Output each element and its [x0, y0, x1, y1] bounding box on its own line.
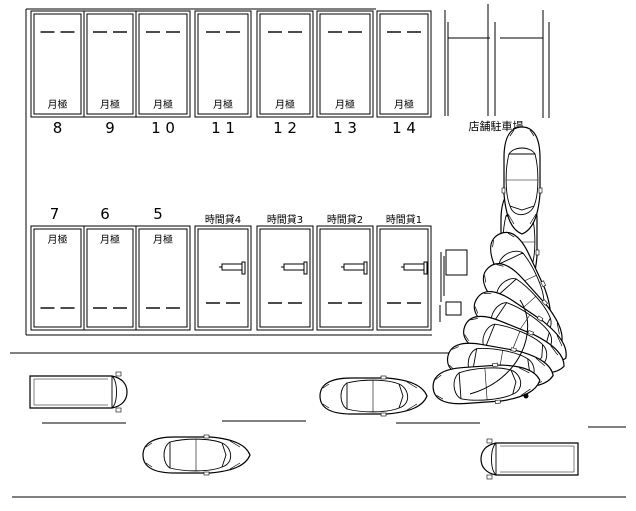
- stall-label: 月極: [100, 233, 120, 246]
- stall-8: 月極 8: [30, 10, 85, 137]
- stall-5: 5 月極: [135, 205, 191, 331]
- stall-number: 1 2: [273, 119, 297, 137]
- road-van-right: [480, 438, 579, 480]
- stall-6: 6 月極: [83, 205, 137, 331]
- stall-label: 月極: [153, 98, 173, 111]
- road-car-lower: [142, 434, 251, 476]
- turning-path: [431, 188, 578, 409]
- hourly-label: 時間貸3: [267, 213, 303, 226]
- road-van-left: [29, 371, 128, 413]
- hourly-stall-1: 時間貸1: [376, 213, 432, 331]
- stall-number: 9: [105, 119, 115, 137]
- stall-label: 月極: [213, 98, 233, 111]
- road-lines: [10, 352, 626, 498]
- stall-number: 1 1: [211, 119, 235, 137]
- lock-plate: [343, 263, 365, 271]
- stall-number: 5: [153, 205, 163, 223]
- lock-plate: [283, 263, 305, 271]
- lock-plate: [221, 263, 243, 271]
- hourly-label: 時間貸4: [205, 213, 241, 226]
- stall-7: 7 月極: [30, 205, 85, 331]
- stall-number: 8: [53, 119, 63, 137]
- stall-9: 月極 9: [83, 10, 137, 137]
- stall-label: 月極: [100, 98, 120, 111]
- store-parking-label: 店舗駐車場: [469, 119, 524, 133]
- lot-boundary: [25, 4, 550, 336]
- stall-label: 月極: [48, 233, 68, 246]
- hourly-stall-2: 時間貸2: [316, 213, 374, 331]
- hourly-stall-3: 時間貸3: [256, 213, 314, 331]
- stall-label: 月極: [394, 98, 414, 111]
- equipment-box: [439, 249, 468, 322]
- stall-number: 6: [100, 205, 110, 223]
- stall-number: 1 3: [333, 119, 357, 137]
- stall-number: 1 4: [392, 119, 416, 137]
- stall-label: 月極: [335, 98, 355, 111]
- stall-12: 月極 1 2: [256, 10, 314, 137]
- stall-label: 月極: [275, 98, 295, 111]
- stall-label: 月極: [153, 233, 173, 246]
- stall-number: 7: [50, 205, 60, 223]
- stall-13: 月極 1 3: [316, 10, 374, 137]
- stall-14: 月極 1 4: [376, 10, 432, 137]
- stall-11: 月極 1 1: [194, 10, 252, 137]
- stall-number: 1 0: [151, 119, 175, 137]
- stall-label: 月極: [48, 98, 68, 111]
- hourly-label: 時間貸2: [327, 213, 363, 226]
- hourly-label: 時間貸1: [386, 213, 422, 226]
- hourly-stall-4: 時間貸4: [194, 213, 252, 331]
- lock-plate: [403, 263, 425, 271]
- stall-10: 月極 1 0: [135, 10, 191, 137]
- road-car-center: [319, 375, 428, 417]
